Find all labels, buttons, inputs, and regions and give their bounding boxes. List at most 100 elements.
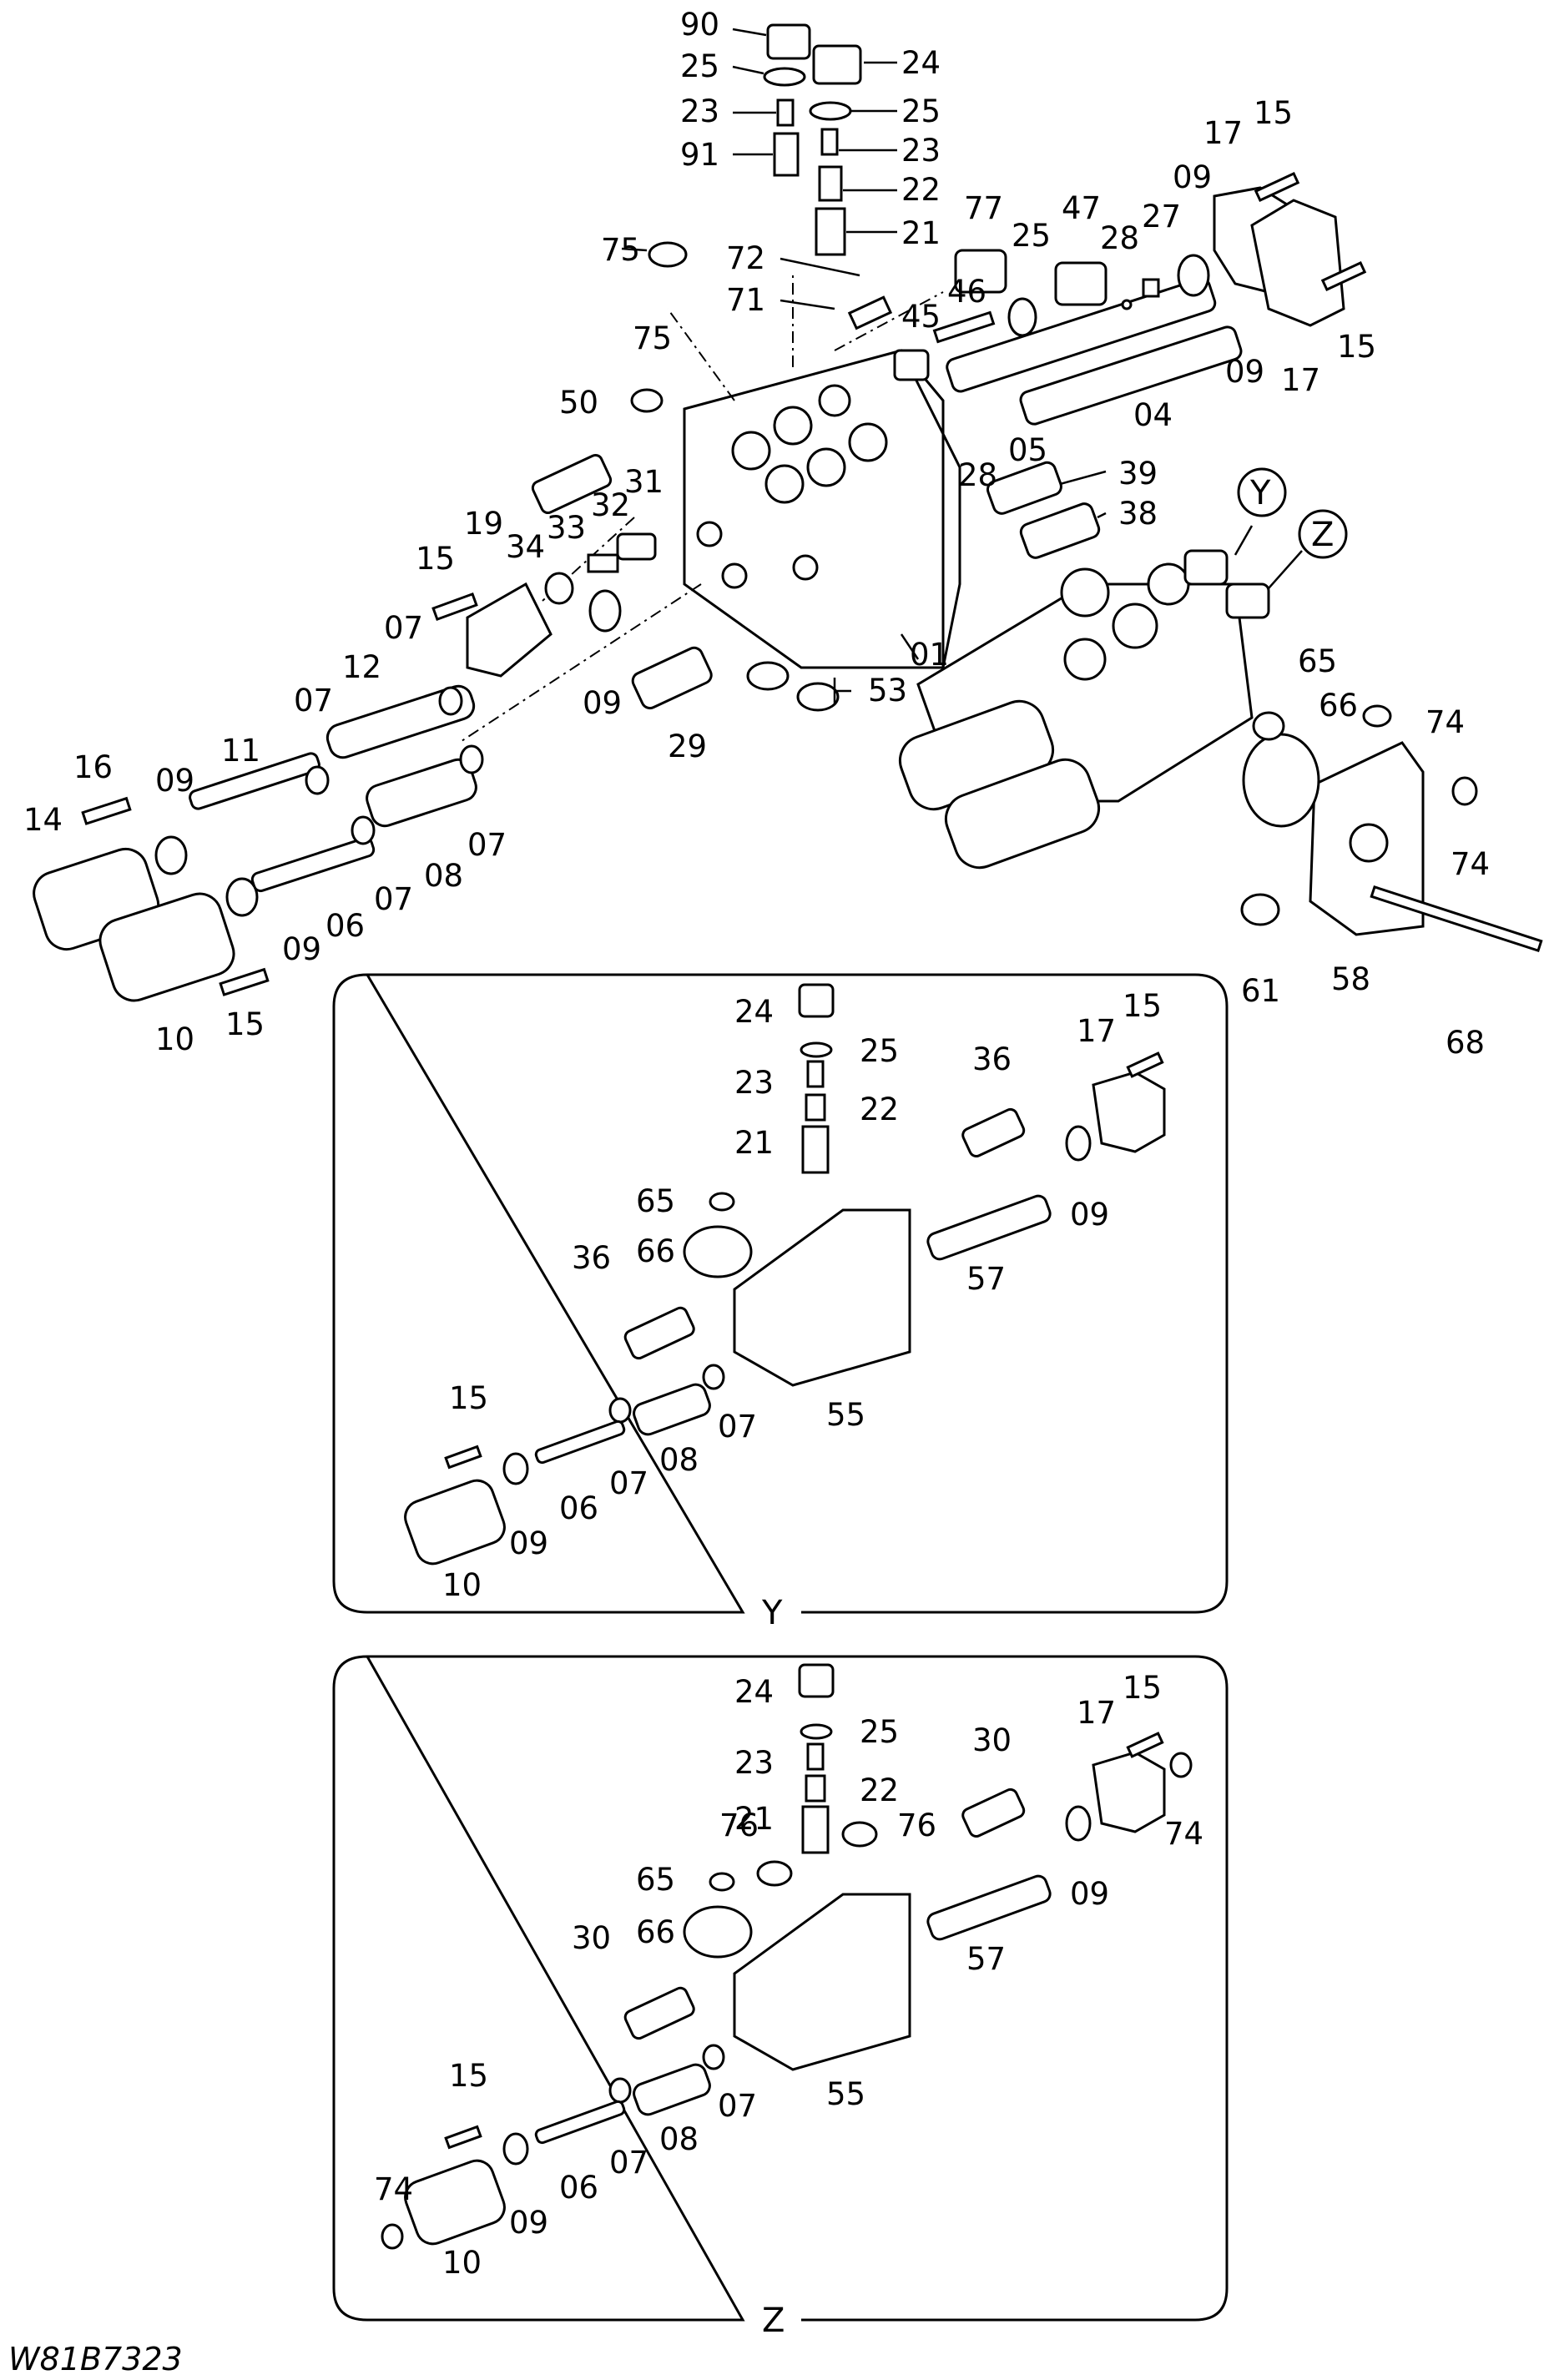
oring-09c [588,589,622,633]
label-07: 07 [294,683,333,719]
z-label-15: 15 [449,2058,488,2094]
pin-46 [932,310,996,344]
z-label-57: 57 [966,1941,1006,1977]
label-15: 15 [225,1006,265,1042]
label-31: 31 [624,464,663,500]
label-09: 09 [282,931,321,967]
y-rod-06 [534,1419,626,1465]
cover-19 [466,582,552,678]
label-07: 07 [374,881,413,917]
y-label-08: 08 [659,1442,699,1478]
y-label-66: 66 [636,1233,675,1269]
oring-09a [1177,254,1210,297]
label-50: 50 [559,385,598,421]
z-oring-66 [683,1905,753,1959]
ring-33 [544,572,574,605]
y-body-55 [733,1208,911,1387]
label-14: 14 [23,802,63,838]
z-spring-08 [633,2063,711,2116]
bolt-15a [1254,172,1300,202]
y-label-36: 36 [572,1240,611,1276]
label-33: 33 [547,510,586,546]
z-label-74: 74 [1164,1816,1203,1852]
tie-bolt-68 [1370,885,1543,953]
label-07: 07 [467,827,507,863]
y-spool-57 [926,1194,1052,1261]
piston-47 [1054,261,1108,306]
detail-y-title: Y [761,1594,783,1632]
label-25: 25 [680,48,719,84]
z-label-25: 25 [860,1714,899,1750]
valve-body-side [900,350,961,668]
label-34: 34 [506,529,545,565]
spring-23a [776,98,795,127]
piston-77 [954,249,1007,294]
left-lower-spool-assembly [33,684,484,1002]
main-valve-body [458,275,961,744]
z-washer-07a [608,2077,632,2104]
y-label-06: 06 [559,1490,598,1526]
label-75: 75 [601,232,640,268]
label-09: 09 [1173,159,1212,195]
callout-z-letter: Z [1311,516,1334,554]
plug-74b [1451,776,1478,806]
y-label-25: 25 [860,1033,899,1069]
label-32: 32 [591,487,630,523]
z-bolt-15b [444,2125,482,2150]
label-09: 09 [583,685,622,721]
z-cap-10 [404,2159,506,2246]
drawing-code: W81B7323 [8,2341,183,2377]
label-06: 06 [325,908,365,944]
label-77: 77 [964,190,1003,226]
z-bolt-15a [1126,1732,1164,1758]
oring-66 [1242,733,1320,828]
z-cover-17 [1092,1751,1166,1833]
label-23: 23 [901,133,941,169]
detail-y [332,973,1229,1614]
y-bolt-15b [444,1445,482,1470]
label-19: 19 [464,506,503,542]
y-label-65: 65 [636,1183,675,1219]
detail-z-labels: 24 25 23 22 21 30 15 17 76 76 65 66 74 0… [374,1670,1203,2340]
y-oring-65 [709,1192,735,1212]
left-upper-parts [531,241,893,515]
washer-07d [459,744,484,774]
label-75: 75 [633,320,672,356]
y-label-15: 15 [449,1380,488,1416]
spool-05 [946,277,1217,393]
z-oring-09a [1065,1805,1092,1842]
label-07: 07 [384,610,423,646]
oring-25c [1007,297,1037,337]
spring-08a [366,758,477,828]
cap-10 [98,892,235,1002]
label-09: 09 [1225,354,1264,390]
label-39: 39 [1118,456,1158,492]
oring-25b [809,101,852,121]
label-28: 28 [1100,220,1139,256]
y-poppet-22 [805,1093,826,1122]
z-label-09: 09 [509,2205,548,2241]
z-label-10: 10 [442,2245,482,2281]
label-27: 27 [1142,199,1181,234]
y-label-09: 09 [509,1525,548,1561]
label-58: 58 [1331,961,1370,997]
label-17: 17 [1203,115,1243,151]
sleeve-21 [815,207,846,256]
plug-53a [746,661,790,691]
spool-04 [1019,325,1243,426]
washer-07b [438,686,463,716]
y-label-21: 21 [734,1125,774,1161]
plug-74a [1362,704,1392,728]
label-09: 09 [155,763,194,799]
y-oring-09b [502,1452,529,1485]
y-label-55: 55 [826,1397,865,1433]
label-04: 04 [1133,397,1173,433]
z-sleeve-21 [801,1805,830,1854]
z-plug-76b [841,1821,878,1848]
label-38: 38 [1118,496,1158,532]
z-label-17: 17 [1077,1695,1116,1731]
y-spring-08 [633,1383,711,1436]
cover-17b [1250,199,1345,327]
label-05: 05 [1008,432,1047,468]
